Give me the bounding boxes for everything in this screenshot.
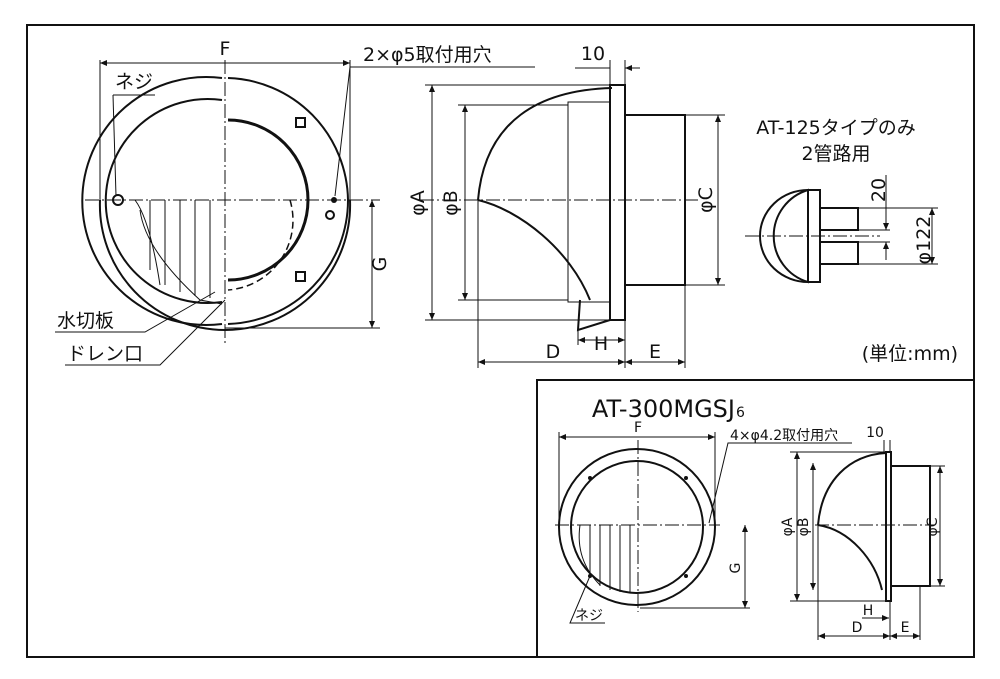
inset-dimensions [558, 432, 945, 640]
drawing-border [26, 24, 975, 658]
inset-dim-phi-a: φA [780, 517, 796, 536]
inset-dim-d: D [852, 620, 863, 636]
dim-d: D [546, 341, 561, 363]
front-dimensions [55, 60, 535, 366]
inset-dim-phi-c: φC [925, 517, 941, 536]
dim-phi-a: φA [407, 190, 429, 216]
dim-phi-c: φC [695, 187, 717, 213]
dim-phi-122: φ122 [913, 216, 935, 265]
side-dimensions [425, 60, 725, 368]
inset-dim-h: H [863, 603, 874, 619]
inset-title-subscript: 6 [736, 405, 745, 421]
inset-front-view [555, 440, 720, 612]
inset-dim-e: E [901, 620, 910, 636]
dim-e: E [649, 341, 661, 363]
option-subtitle: 2管路用 [801, 143, 870, 165]
dim-phi-b: φB [440, 190, 462, 216]
inset-label-mounting-holes: 4×φ4.2取付用穴 [730, 428, 838, 444]
inset-title: AT-300MGSJ [592, 395, 735, 423]
dim-10: 10 [581, 43, 605, 65]
inset-side-view [815, 451, 935, 602]
dim-f: F [220, 38, 231, 60]
inset-panel [536, 379, 975, 658]
side-view [420, 84, 700, 332]
option-title: AT-125タイプのみ [756, 117, 916, 139]
label-water-plate: 水切板 [57, 310, 114, 332]
label-mounting-holes: 2×φ5取付用穴 [363, 44, 492, 66]
inset-dim-10: 10 [866, 425, 884, 441]
dim-h: H [594, 333, 608, 355]
label-drain: ドレン口 [67, 343, 143, 365]
inset-dim-phi-b: φB [796, 518, 812, 537]
dim-g: G [369, 257, 391, 272]
dim-20: 20 [868, 178, 890, 202]
inset-dim-f: F [634, 420, 642, 436]
unit-label: (単位:mm) [862, 343, 958, 365]
inset-dim-g: G [728, 563, 744, 574]
label-screw: ネジ [115, 71, 153, 93]
front-view [81, 60, 380, 345]
inset-label-screw: ネジ [575, 608, 603, 624]
option-2-pipe-view [745, 175, 938, 284]
